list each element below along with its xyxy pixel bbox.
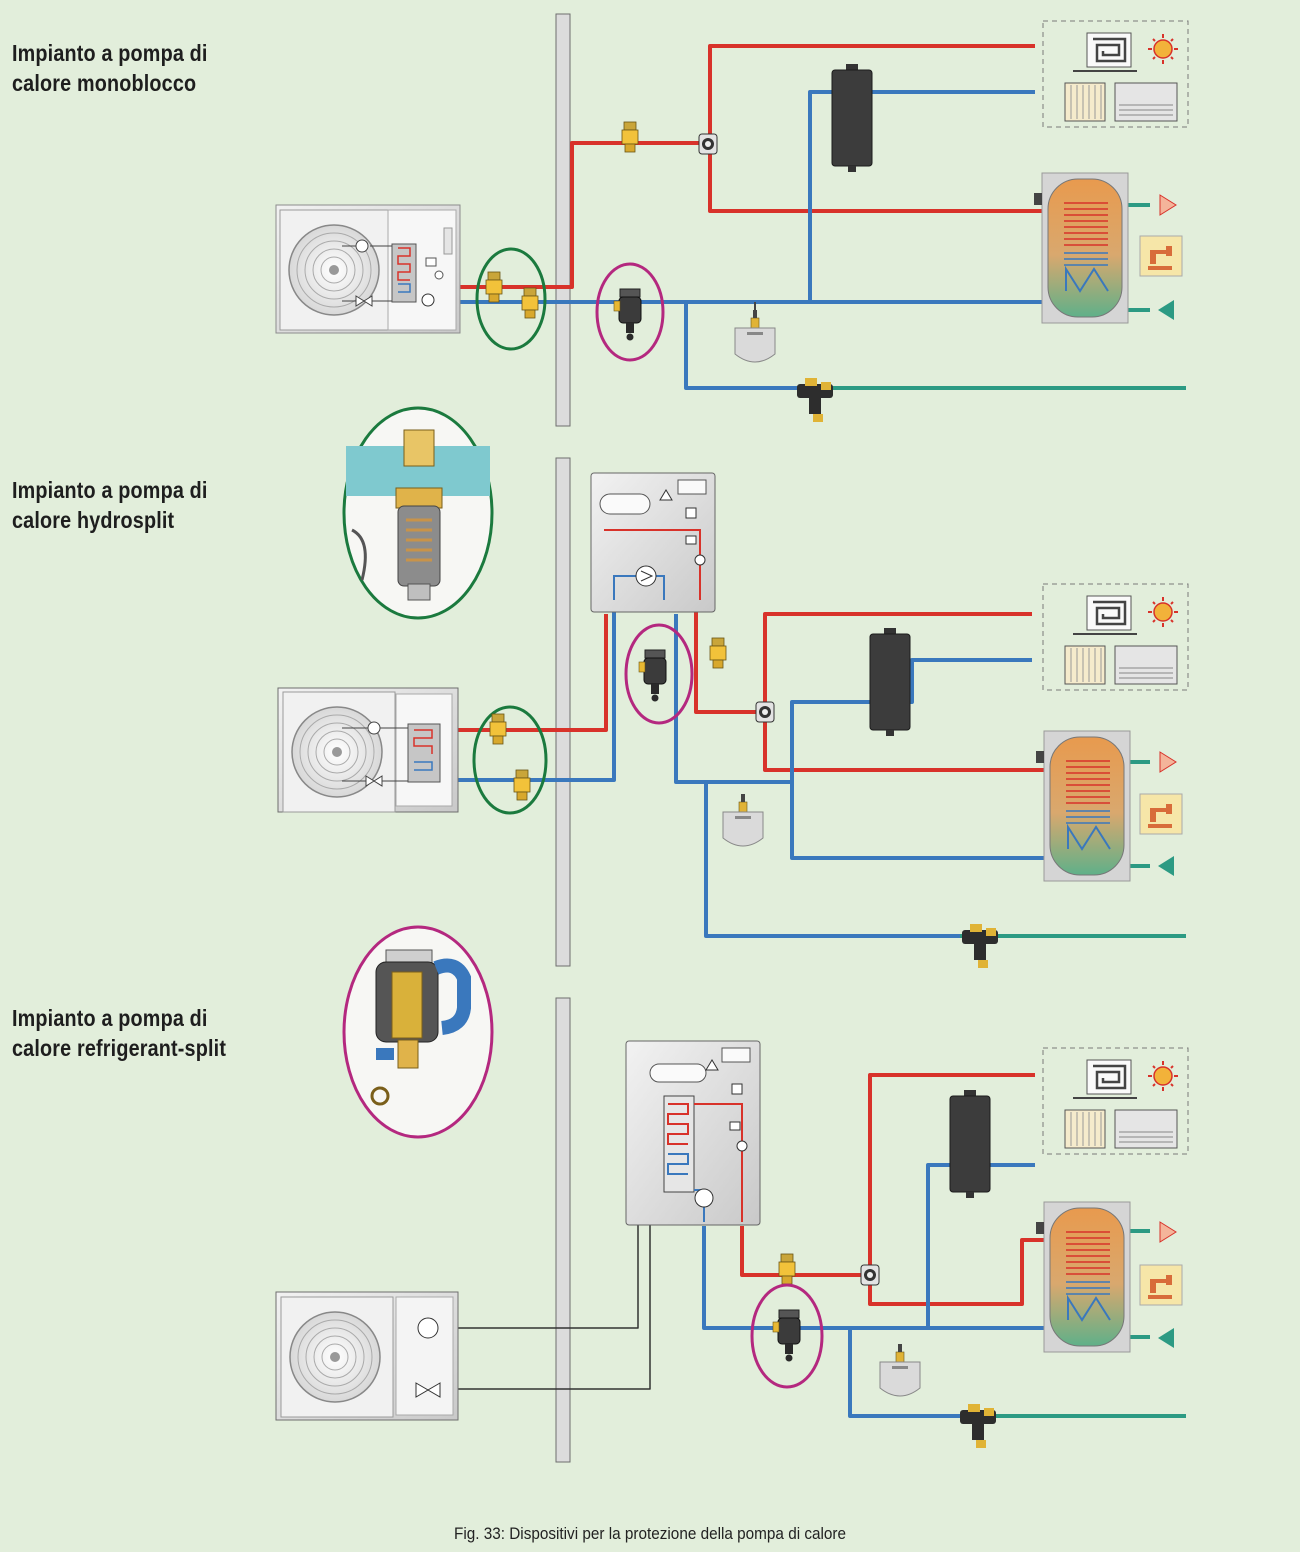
filling-unit-icon	[960, 1404, 996, 1448]
hydraulic-separator-icon	[869, 627, 911, 737]
tap-icon	[1139, 1264, 1183, 1306]
system-monoblocco	[275, 19, 1190, 422]
safety-valve-icon	[778, 1253, 796, 1285]
figure-caption: Fig. 33: Dispositivi per la protezione d…	[453, 1524, 847, 1543]
outdoor-unit-refrigerant-split	[275, 1291, 459, 1421]
filling-unit-icon	[962, 924, 998, 968]
cold-inlet-icon	[1158, 1328, 1174, 1348]
safety-valve-icon	[621, 121, 639, 153]
detail-dirt-separator-cutaway	[342, 925, 494, 1139]
emitters-group	[1041, 19, 1190, 129]
dirt-separator-icon	[613, 288, 642, 341]
system-title-refrigerant-split: Impianto a pompa di calore refrigerant-s…	[12, 1003, 270, 1063]
indoor-refrigerant-unit	[625, 1040, 761, 1226]
highlight-valves-green	[472, 705, 548, 815]
wall-2	[555, 457, 571, 967]
hot-outlet-icon	[1159, 751, 1177, 773]
boiler-icon	[1035, 730, 1131, 882]
highlight-dirt-separator-magenta	[750, 1283, 824, 1389]
emitters-group	[1041, 1046, 1190, 1156]
cold-inlet-icon	[1158, 856, 1174, 876]
system-title-line1: Impianto a pompa di	[12, 1005, 208, 1031]
system-hydrosplit	[277, 472, 1190, 968]
system-title-line1: Impianto a pompa di	[12, 40, 208, 66]
tap-icon	[1139, 235, 1183, 277]
mixing-valve-icon	[755, 701, 775, 723]
filling-unit-icon	[797, 378, 833, 422]
wall-3	[555, 997, 571, 1463]
system-title-line1: Impianto a pompa di	[12, 477, 208, 503]
shutoff-valve-icon	[513, 769, 531, 801]
system-title-line2: calore monoblocco	[12, 70, 197, 96]
system-refrigerant-split	[275, 1040, 1190, 1448]
shutoff-valve-icon	[521, 287, 539, 319]
shutoff-valve-icon	[485, 271, 503, 303]
outdoor-unit-hydrosplit	[277, 687, 459, 813]
system-title-hydrosplit: Impianto a pompa di calore hydrosplit	[12, 475, 270, 535]
boiler-icon	[1033, 172, 1129, 324]
expansion-vessel-icon	[879, 1343, 921, 1397]
safety-valve-icon	[709, 637, 727, 669]
system-title-line2: calore refrigerant-split	[12, 1035, 227, 1061]
tap-icon	[1139, 793, 1183, 835]
dirt-separator-icon	[772, 1309, 801, 1362]
hot-outlet-icon	[1159, 1221, 1177, 1243]
highlight-dirt-separator-magenta	[624, 623, 694, 725]
boiler-icon	[1035, 1201, 1131, 1353]
mixing-valve-icon	[698, 133, 718, 155]
monoblock-unit	[275, 204, 461, 334]
cold-inlet-icon	[1158, 300, 1174, 320]
system-title-line2: calore hydrosplit	[12, 507, 175, 533]
detail-shutoff-valve-cutaway	[342, 406, 494, 620]
hydraulic-separator-icon	[949, 1089, 991, 1199]
emitters-group	[1041, 582, 1190, 692]
wall-1	[555, 13, 571, 427]
hot-outlet-icon	[1159, 194, 1177, 216]
expansion-vessel-icon	[734, 309, 776, 363]
mixing-valve-icon	[860, 1264, 880, 1286]
hydraulic-separator-icon	[831, 63, 873, 173]
shutoff-valve-icon	[489, 713, 507, 745]
indoor-hydro-unit	[590, 472, 716, 613]
dirt-separator-icon	[638, 649, 667, 702]
system-title-monoblocco: Impianto a pompa di calore monoblocco	[12, 38, 270, 98]
expansion-vessel-icon	[722, 793, 764, 847]
highlight-dirt-separator-magenta	[595, 262, 665, 362]
highlight-valves-green	[475, 247, 547, 351]
